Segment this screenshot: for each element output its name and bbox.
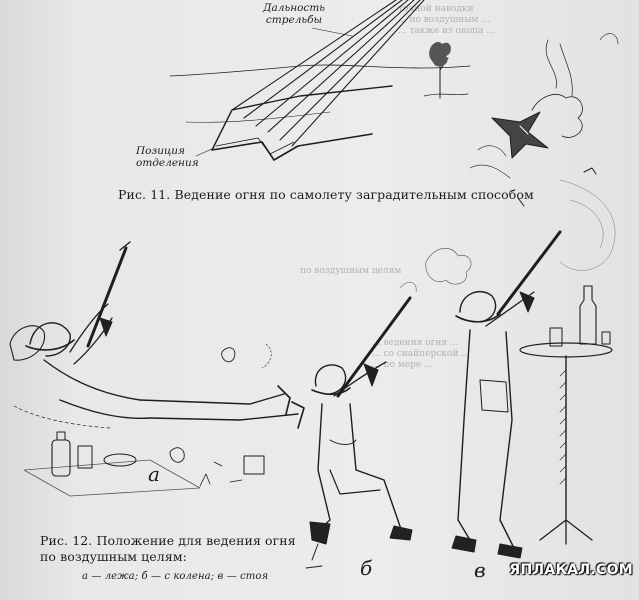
bleed-through-text-middle: по воздушным целям [300,266,402,276]
fig12b-soldier-kneeling [305,296,413,569]
fig12-letter-b: б [360,556,373,580]
fig11-caption: Рис. 11. Ведение огня по самолету заград… [118,187,534,202]
fig11-range-label: Дальность стрельбы [263,2,325,26]
fig11-plane-explosion [469,33,619,271]
fig12v-table-with-bottle [519,285,613,545]
fig11-position-label: Позиция отделения [136,145,199,169]
fig12a-picnic-items [23,343,272,497]
fig12-caption: Рис. 12. Положение для ведения огня по в… [40,533,296,564]
bleed-through-text-right: ... ведения огня ... ... со снайперской … [372,338,470,370]
fig12-letter-v: в [474,558,486,582]
site-watermark: ЯПЛАКАЛ.COM [509,562,633,578]
bleed-through-text-top: точной наводки ... по воздушным ... ... … [398,4,495,36]
fig12-letter-a: а [148,462,160,486]
fig11-fire-zone-diagram [169,0,471,161]
fig12v-soldier-standing [399,230,562,559]
fig12a-soldier-lying [9,241,305,429]
fig12-legend: а — лежа; б — с колена; в — стоя [82,571,269,582]
